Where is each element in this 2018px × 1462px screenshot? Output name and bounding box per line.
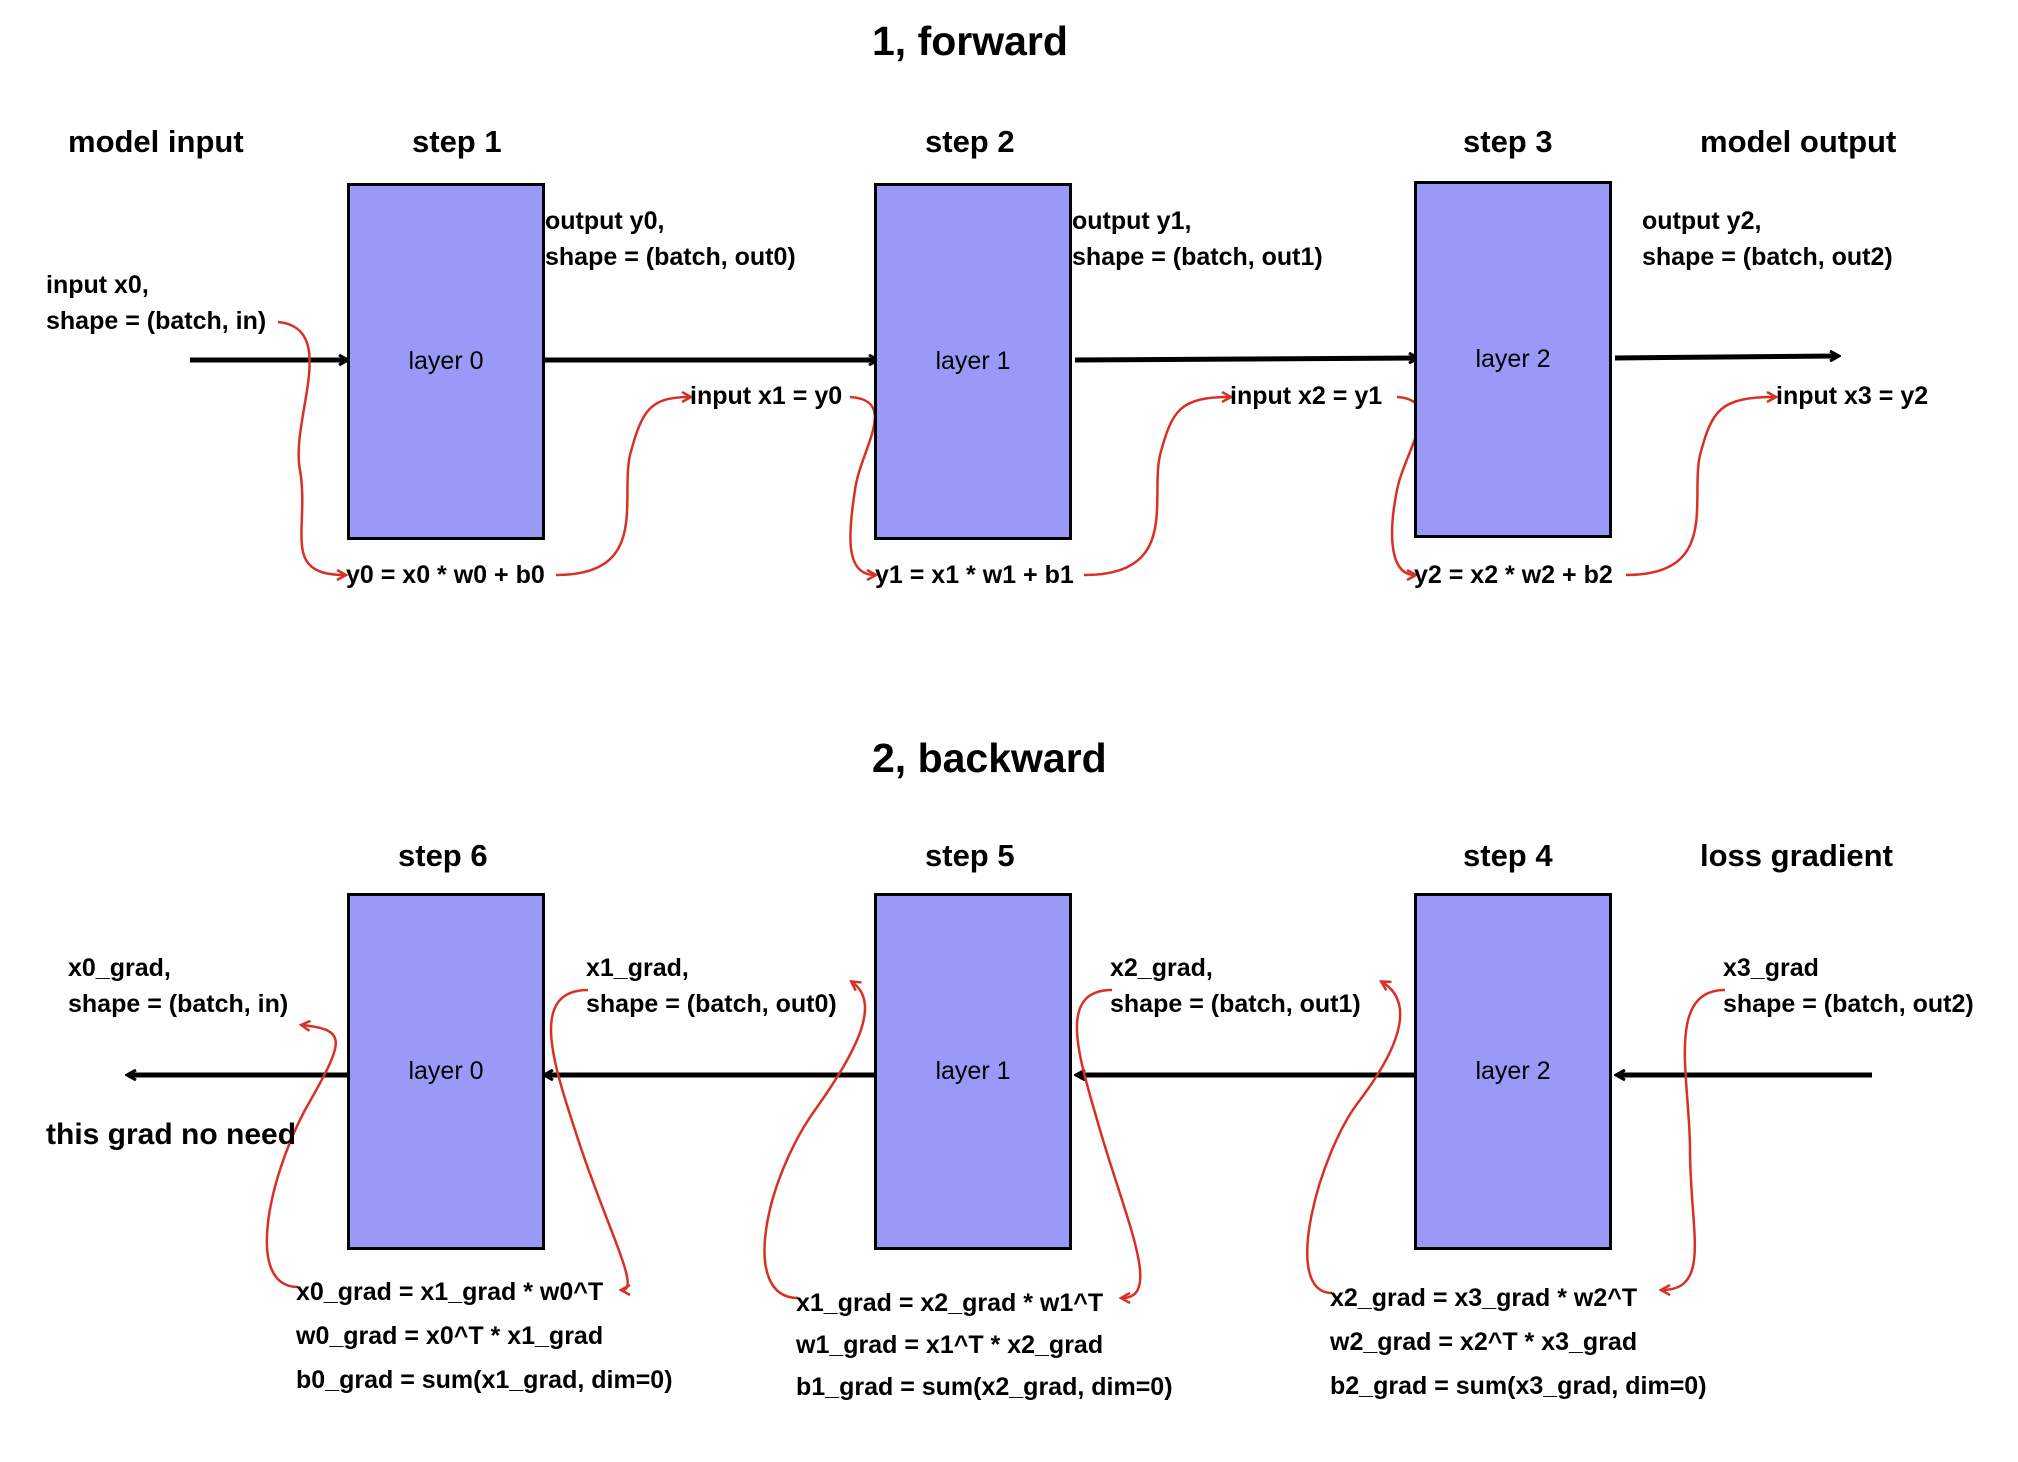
forward-arrow-1-2 bbox=[1074, 358, 1417, 360]
equation-x2-grad: x2_grad = x3_grad * w2^T bbox=[1330, 1284, 1638, 1312]
step-4-header: step 4 bbox=[1463, 838, 1553, 873]
forward-arrow-output bbox=[1614, 356, 1838, 358]
curve-x1-to-eq1 bbox=[849, 395, 875, 575]
x3-grad-label: x3_grad shape = (batch, out2) bbox=[1723, 950, 1974, 1022]
no-need-label: this grad no need bbox=[46, 1118, 297, 1151]
curve-eq0-to-x1 bbox=[555, 397, 690, 577]
x0-grad-line: x0_grad, bbox=[68, 954, 171, 982]
backward-layer-1: layer 1 bbox=[874, 893, 1072, 1250]
input-x1-label: input x1 = y0 bbox=[690, 382, 843, 410]
output-y1-label: output y1, shape = (batch, out1) bbox=[1072, 203, 1323, 275]
input-x0-label: input x0, shape = (batch, in) bbox=[46, 267, 266, 339]
output-y2-shape: shape = (batch, out2) bbox=[1642, 243, 1893, 271]
forward-layer-2: layer 2 bbox=[1414, 181, 1612, 538]
equation-b1-grad: b1_grad = sum(x2_grad, dim=0) bbox=[796, 1373, 1173, 1401]
input-x3-label: input x3 = y2 bbox=[1776, 382, 1929, 410]
equation-w0-grad: w0_grad = x0^T * x1_grad bbox=[296, 1322, 604, 1350]
input-x2-label: input x2 = y1 bbox=[1230, 382, 1383, 410]
forward-layer-2-label: layer 2 bbox=[1475, 345, 1551, 373]
forward-layer-0-label: layer 0 bbox=[408, 347, 484, 375]
backward-layer-2: layer 2 bbox=[1414, 893, 1612, 1250]
x2-grad-shape: shape = (batch, out1) bbox=[1110, 990, 1361, 1018]
output-y1-shape: shape = (batch, out1) bbox=[1072, 243, 1323, 271]
step-2-header: step 2 bbox=[925, 124, 1015, 159]
x0-grad-shape: shape = (batch, in) bbox=[68, 990, 289, 1018]
curve-x3grad-to-eq4 bbox=[1662, 988, 1726, 1290]
backward-layer-0-label: layer 0 bbox=[408, 1057, 484, 1085]
model-output-label: model output bbox=[1700, 124, 1897, 159]
step-3-header: step 3 bbox=[1463, 124, 1553, 159]
output-y2-label: output y2, shape = (batch, out2) bbox=[1642, 203, 1893, 275]
equation-y2: y2 = x2 * w2 + b2 bbox=[1414, 561, 1613, 589]
step-1-header: step 1 bbox=[412, 124, 502, 159]
curve-x1grad-to-eq6 bbox=[549, 988, 628, 1290]
model-input-label: model input bbox=[68, 124, 244, 159]
output-y1-line: output y1, bbox=[1072, 207, 1192, 235]
input-x0-shape: shape = (batch, in) bbox=[46, 307, 267, 335]
curve-x2grad-to-eq5 bbox=[1075, 988, 1142, 1298]
step-6-equations: x0_grad = x1_grad * w0^T w0_grad = x0^T … bbox=[296, 1270, 673, 1402]
backward-title: 2, backward bbox=[872, 735, 1107, 781]
x2-grad-label: x2_grad, shape = (batch, out1) bbox=[1110, 950, 1361, 1022]
equation-y0: y0 = x0 * w0 + b0 bbox=[346, 561, 545, 589]
step-5-equations: x1_grad = x2_grad * w1^T w1_grad = x1^T … bbox=[796, 1282, 1173, 1408]
equation-w1-grad: w1_grad = x1^T * x2_grad bbox=[796, 1331, 1104, 1359]
x0-grad-label: x0_grad, shape = (batch, in) bbox=[68, 950, 288, 1022]
output-y0-label: output y0, shape = (batch, out0) bbox=[545, 203, 796, 275]
x3-grad-shape: shape = (batch, out2) bbox=[1723, 990, 1974, 1018]
backward-layer-0: layer 0 bbox=[347, 893, 545, 1250]
x2-grad-line: x2_grad, bbox=[1110, 954, 1213, 982]
backward-layer-2-label: layer 2 bbox=[1475, 1057, 1551, 1085]
forward-layer-1-label: layer 1 bbox=[935, 347, 1011, 375]
forward-layer-0: layer 0 bbox=[347, 183, 545, 540]
curve-eq4-to-x2grad bbox=[1306, 982, 1402, 1295]
forward-layer-1: layer 1 bbox=[874, 183, 1072, 540]
curve-x0-to-eq0 bbox=[277, 320, 345, 575]
output-y0-line: output y0, bbox=[545, 207, 665, 235]
x1-grad-line: x1_grad, bbox=[586, 954, 689, 982]
x3-grad-line: x3_grad bbox=[1723, 954, 1819, 982]
curve-eq6-to-x0grad bbox=[265, 1025, 337, 1289]
backward-layer-1-label: layer 1 bbox=[935, 1057, 1011, 1085]
equation-x0-grad: x0_grad = x1_grad * w0^T bbox=[296, 1278, 604, 1306]
curve-eq5-to-x1grad bbox=[763, 982, 867, 1300]
loss-gradient-label: loss gradient bbox=[1700, 838, 1893, 873]
step-4-equations: x2_grad = x3_grad * w2^T w2_grad = x2^T … bbox=[1330, 1276, 1707, 1408]
curve-eq2-to-x3 bbox=[1625, 397, 1775, 577]
equation-w2-grad: w2_grad = x2^T * x3_grad bbox=[1330, 1328, 1638, 1356]
curve-eq1-to-x2 bbox=[1083, 397, 1230, 577]
equation-y1: y1 = x1 * w1 + b1 bbox=[875, 561, 1074, 589]
equation-b0-grad: b0_grad = sum(x1_grad, dim=0) bbox=[296, 1366, 673, 1394]
step-5-header: step 5 bbox=[925, 838, 1015, 873]
equation-b2-grad: b2_grad = sum(x3_grad, dim=0) bbox=[1330, 1372, 1707, 1400]
input-x0-line: input x0, bbox=[46, 271, 149, 299]
forward-title: 1, forward bbox=[872, 18, 1068, 64]
output-y0-shape: shape = (batch, out0) bbox=[545, 243, 796, 271]
x1-grad-shape: shape = (batch, out0) bbox=[586, 990, 837, 1018]
output-y2-line: output y2, bbox=[1642, 207, 1762, 235]
equation-x1-grad: x1_grad = x2_grad * w1^T bbox=[796, 1289, 1104, 1317]
x1-grad-label: x1_grad, shape = (batch, out0) bbox=[586, 950, 837, 1022]
step-6-header: step 6 bbox=[398, 838, 488, 873]
